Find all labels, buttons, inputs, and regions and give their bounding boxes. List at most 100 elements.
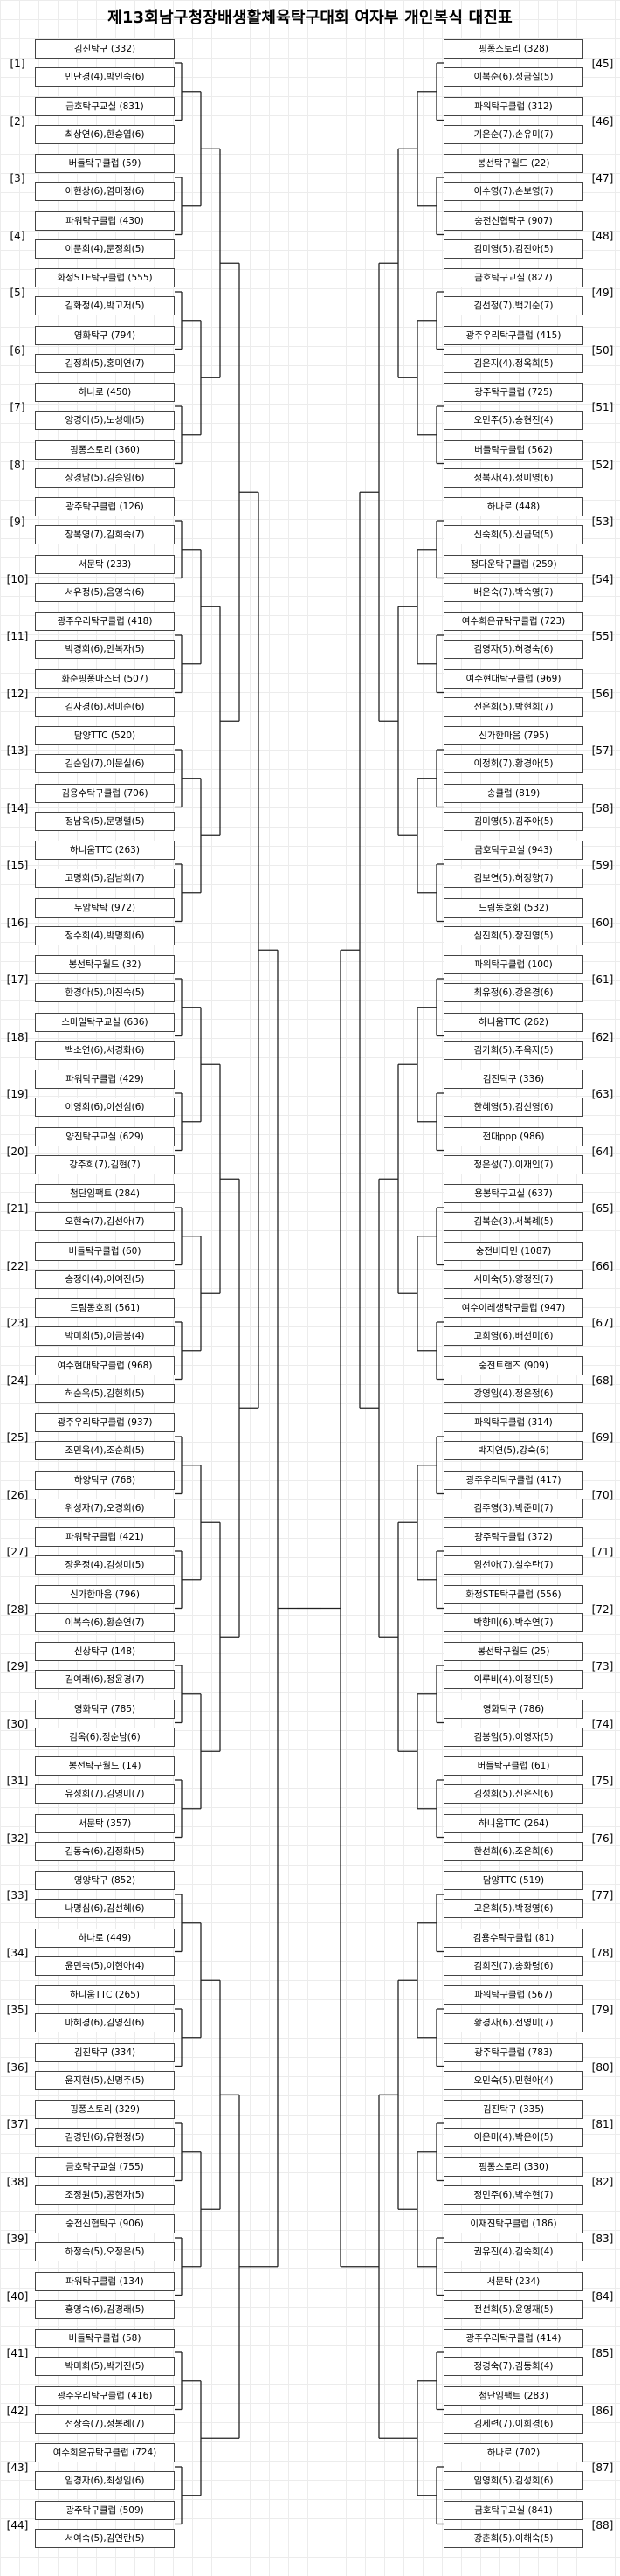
entry-number: [19] [6, 1088, 29, 1100]
team-box: 버들탁구클럽 (562) [444, 440, 583, 460]
players-box: 박미희(5),박기진(5) [35, 2357, 175, 2376]
team-box: 버들탁구클럽 (58) [35, 2329, 175, 2348]
team-box: 두암탁탁 (972) [35, 897, 175, 918]
team-box: 금호탁구교실 (943) [444, 841, 583, 860]
team-box: 송클럽 (819) [444, 783, 583, 803]
team-box: 담양TTC (519) [444, 1871, 583, 1890]
team-box: 광주탁구클럽 (372) [444, 1527, 583, 1547]
team-box: 김진탁구 (332) [35, 39, 175, 59]
players-box: 김동숙(6),김정화(5) [35, 1841, 175, 1861]
players-box: 하정숙(5),오정은(5) [35, 2242, 175, 2261]
entry-number: [26] [6, 1488, 29, 1501]
entry-number: [47] [591, 172, 614, 184]
team-box: 첨단임팩트 (283) [444, 2386, 583, 2406]
players-box: 이은미(4),박은아(5) [444, 2128, 583, 2147]
entry-number: [61] [591, 973, 614, 986]
players-box: 김자경(6),서미순(6) [35, 696, 175, 717]
players-box: 이현상(6),염미정(6) [35, 182, 175, 201]
team-box: 김진탁구 (334) [35, 2042, 175, 2062]
players-box: 이복숙(6),황순연(7) [35, 1612, 175, 1632]
entry-number: [7] [10, 401, 25, 413]
team-box: 영화탁구 (794) [35, 325, 175, 345]
team-box: 담양TTC (520) [35, 726, 175, 745]
team-box: 스마일탁구교실 (636) [35, 1012, 175, 1032]
team-box: 파워탁구클럽 (100) [444, 955, 583, 974]
entry-number: [36] [6, 2060, 29, 2074]
entry-number: [14] [6, 801, 29, 814]
team-box: 하니움TTC (264) [444, 1813, 583, 1833]
players-box: 윤지현(5),신명주(5) [35, 2070, 175, 2090]
players-box: 강춘희(5),이해숙(5) [444, 2528, 583, 2548]
entry-number: [3] [10, 172, 25, 184]
entry-number: [57] [591, 744, 614, 757]
entry-number: [54] [591, 572, 614, 585]
entry-number: [11] [6, 630, 29, 642]
team-box: 파워탁구클럽 (429) [35, 1070, 175, 1089]
players-box: 정남옥(5),문명렬(5) [35, 811, 175, 831]
team-box: 신상탁구 (148) [35, 1642, 175, 1661]
players-box: 전은희(5),박현희(7) [444, 696, 583, 717]
entry-number: [87] [591, 2462, 614, 2474]
team-box: 첨단임팩트 (284) [35, 1184, 175, 1203]
players-box: 장경남(5),김승임(6) [35, 467, 175, 488]
players-box: 김경민(6),유현정(5) [35, 2128, 175, 2147]
players-box: 김봉임(5),이영자(5) [444, 1727, 583, 1747]
players-box: 유성희(7),김영미(7) [35, 1784, 175, 1804]
entry-number: [69] [591, 1431, 614, 1444]
entry-number: [25] [6, 1431, 29, 1444]
entry-number: [34] [6, 1946, 29, 1959]
entry-number: [17] [6, 973, 29, 986]
page-title: 제13회남구청장배생활체육탁구대회 여자부 개인복식 대진표 [107, 9, 513, 27]
team-box: 하나로 (450) [35, 383, 175, 402]
players-box: 강주희(7),김현(7) [35, 1154, 175, 1174]
team-box: 핑퐁스토리 (330) [444, 2157, 583, 2177]
players-box: 김주영(3),박준미(7) [444, 1498, 583, 1518]
team-box: 화정STE탁구클럽 (555) [35, 268, 175, 287]
team-box: 파워탁구클럽 (421) [35, 1527, 175, 1547]
team-box: 드림동호회 (532) [444, 897, 583, 918]
players-box: 이정희(7),황경아(5) [444, 754, 583, 773]
team-box: 파워탁구클럽 (430) [35, 211, 175, 231]
entry-number: [83] [591, 2233, 614, 2245]
players-box: 임경자(6),최성임(6) [35, 2471, 175, 2490]
players-box: 오현숙(7),김선아(7) [35, 1212, 175, 1231]
team-box: 김진탁구 (335) [444, 2100, 583, 2119]
entry-number: [20] [6, 1145, 29, 1158]
team-box: 광주우리탁구클럽 (416) [35, 2386, 175, 2406]
players-box: 김가희(5),주옥자(5) [444, 1040, 583, 1060]
team-box: 버들탁구클럽 (61) [444, 1756, 583, 1776]
entry-number: [81] [591, 2118, 614, 2130]
entry-number: [48] [591, 229, 614, 242]
entry-number: [75] [591, 1775, 614, 1787]
players-box: 정복자(4),정미영(6) [444, 467, 583, 488]
team-box: 김용수탁구클럽 (81) [444, 1928, 583, 1948]
players-box: 권유진(4),김숙희(4) [444, 2242, 583, 2261]
entry-number: [30] [6, 1717, 29, 1730]
players-box: 기은순(7),손유미(7) [444, 124, 583, 144]
entry-number: [13] [6, 744, 29, 757]
team-box: 버들탁구클럽 (59) [35, 154, 175, 173]
players-box: 조정원(5),공현자(5) [35, 2185, 175, 2205]
team-box: 드림동호회 (561) [35, 1298, 175, 1318]
entry-number: [41] [6, 2347, 29, 2359]
entry-number: [76] [591, 1832, 614, 1845]
team-box: 봉선탁구월드 (32) [35, 955, 175, 974]
players-box: 나명심(6),김선혜(6) [35, 1899, 175, 1918]
players-box: 고은희(5),박정영(6) [444, 1899, 583, 1918]
entry-number: [77] [591, 1889, 614, 1901]
team-box: 영화탁구 (785) [35, 1699, 175, 1719]
entry-number: [46] [591, 114, 614, 128]
entry-number: [31] [6, 1775, 29, 1787]
players-box: 김미영(5),김진아(5) [444, 239, 583, 259]
players-box: 배은숙(7),박숙영(7) [444, 582, 583, 602]
players-box: 장윤정(4),김성미(5) [35, 1555, 175, 1575]
team-box: 봉선탁구월드 (22) [444, 154, 583, 173]
entry-number: [44] [6, 2518, 29, 2531]
players-box: 조민옥(4),조순희(5) [35, 1441, 175, 1460]
team-box: 광주우리탁구클럽 (414) [444, 2329, 583, 2348]
team-box: 핑퐁스토리 (329) [35, 2100, 175, 2119]
entry-number: [62] [591, 1030, 614, 1043]
team-box: 숭전트랜즈 (909) [444, 1355, 583, 1375]
players-box: 김선정(7),백기순(7) [444, 296, 583, 315]
team-box: 금호탁구교실 (827) [444, 268, 583, 287]
